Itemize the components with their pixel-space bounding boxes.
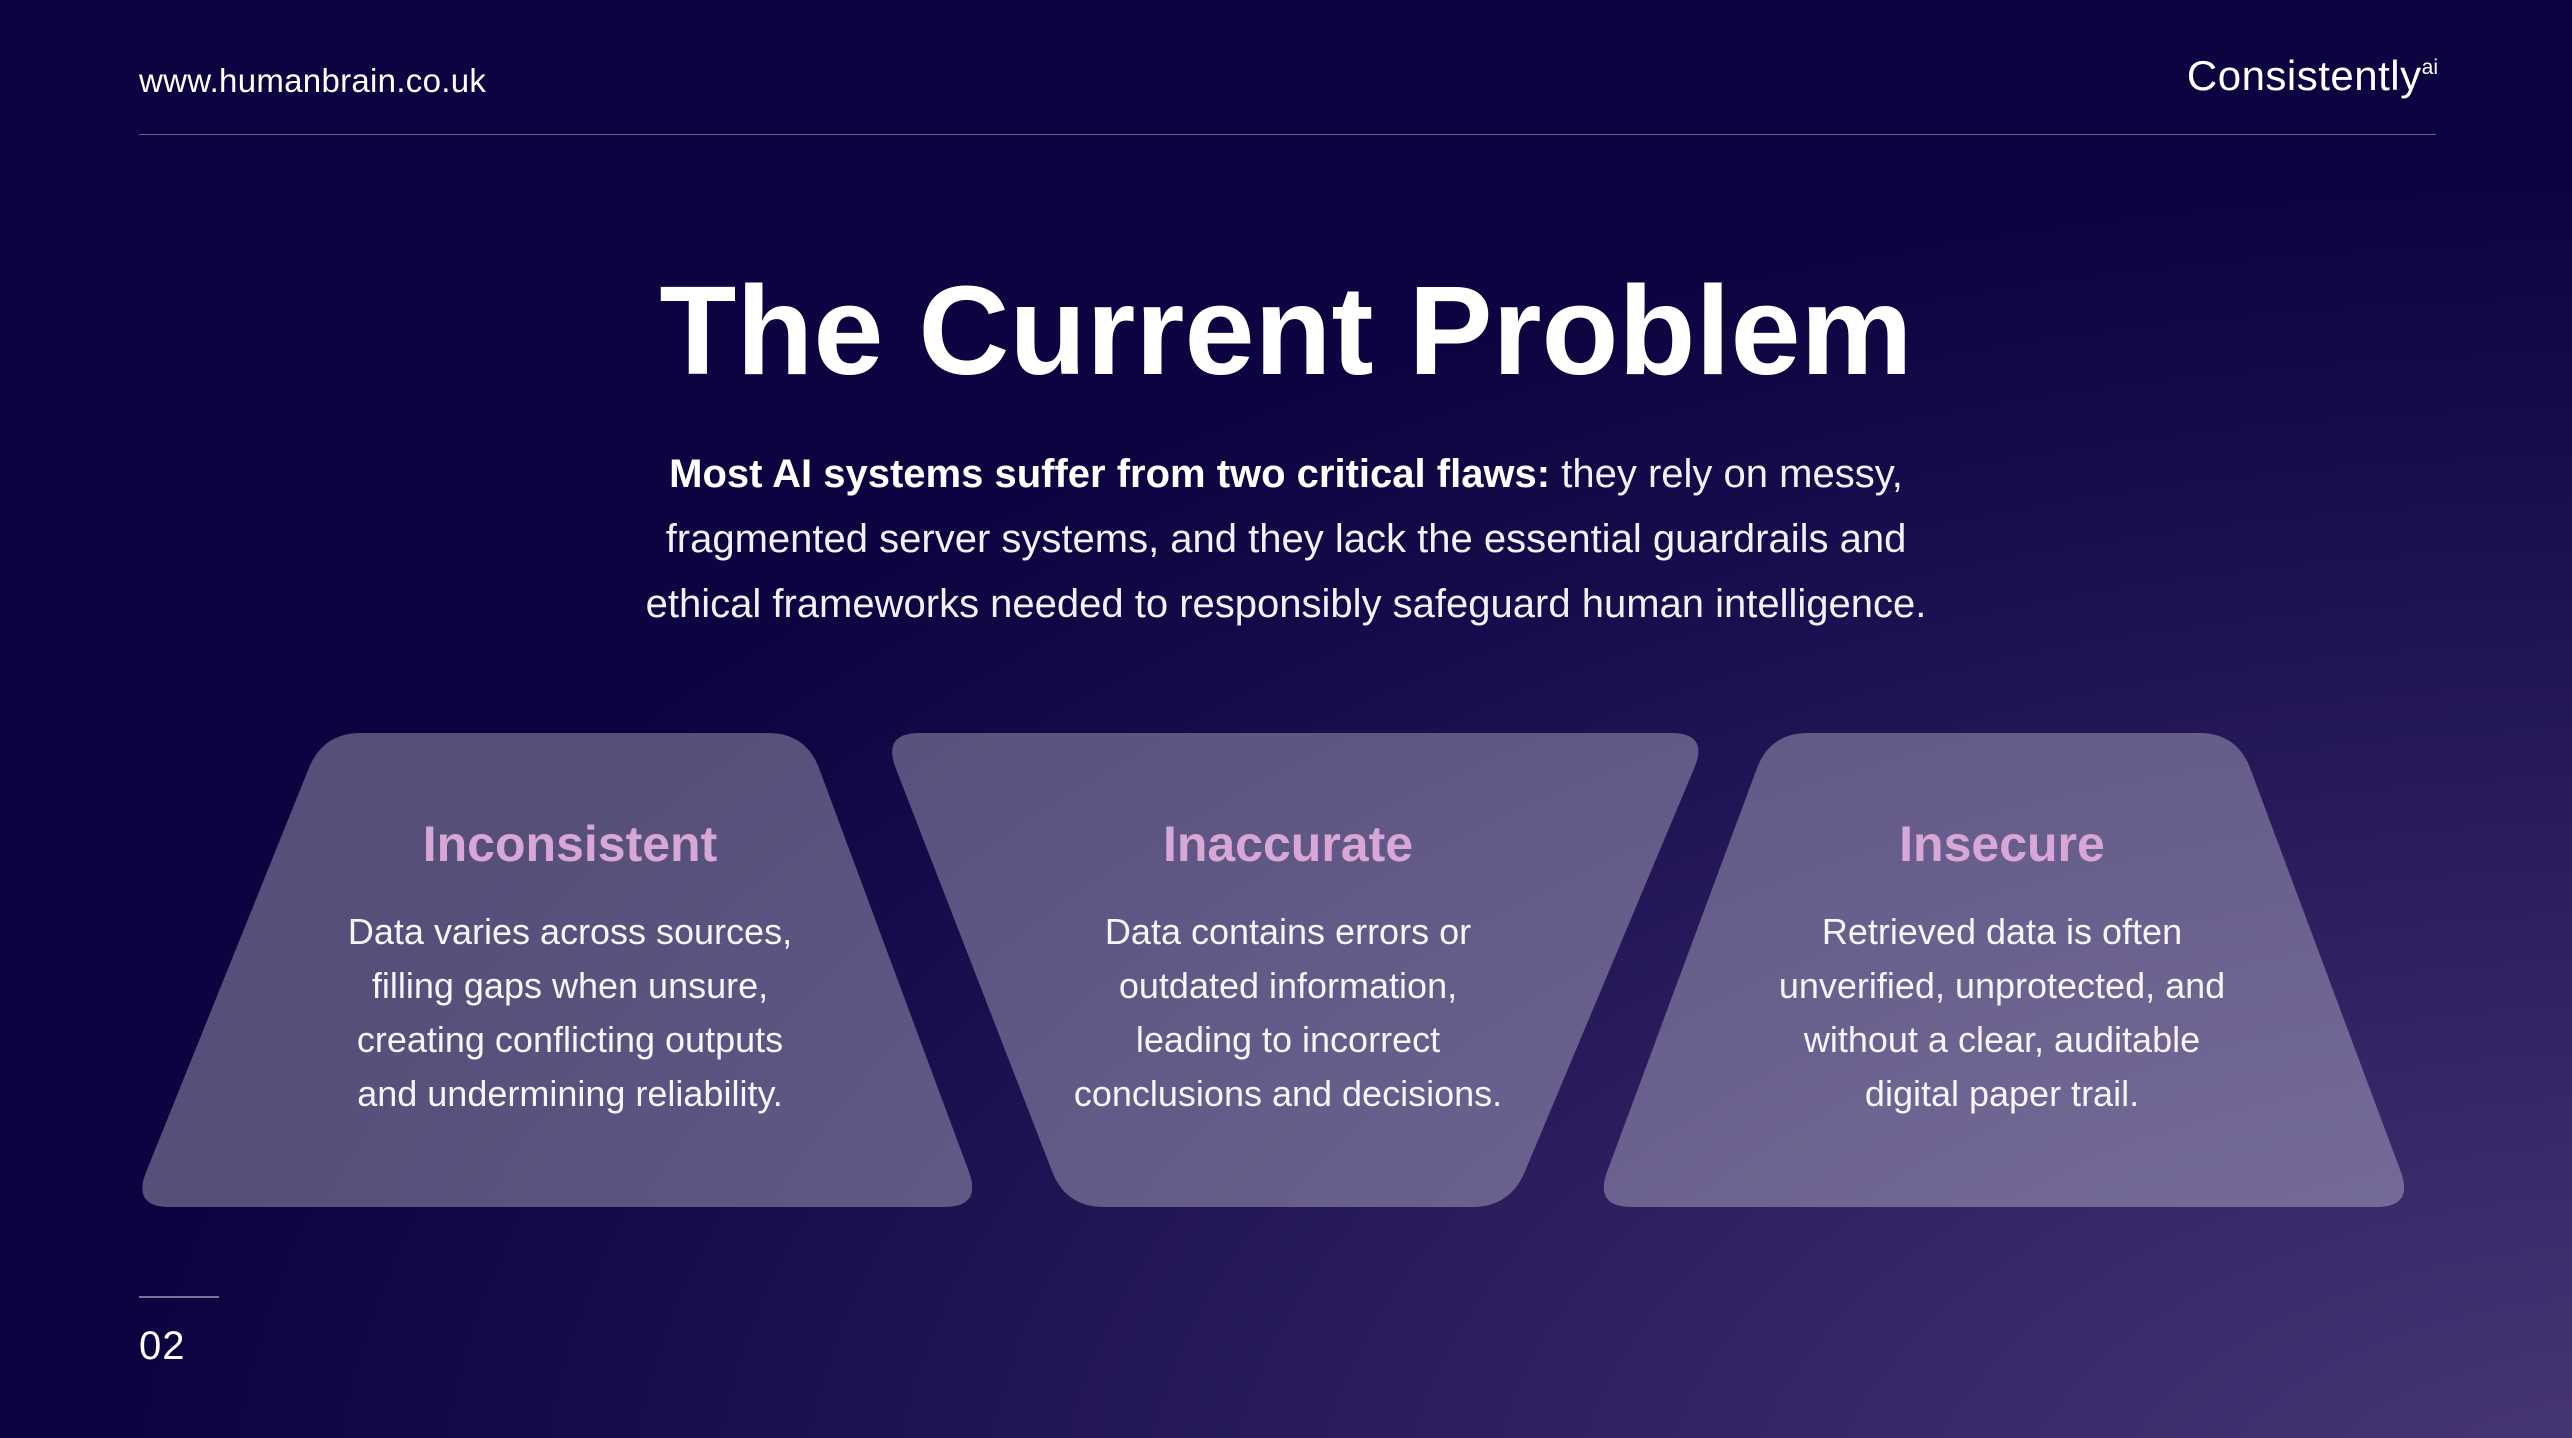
brand-logo: Consistentlyai [2187, 52, 2438, 100]
card-body-line: conclusions and decisions. [1073, 1073, 1503, 1114]
header-divider [139, 134, 2436, 135]
page-title: The Current Problem [659, 260, 1913, 401]
intro-line-2: fragmented server systems, and they lack… [665, 517, 1907, 561]
card-inaccurate-shape [892, 733, 1699, 1207]
card-body-line: creating conflicting outputs [356, 1019, 784, 1060]
intro-line-1: Most AI systems suffer from two critical… [0, 442, 2572, 507]
intro-line-1-rest: they rely on messy, [1550, 452, 1903, 496]
intro-bold-lead: Most AI systems suffer from two critical… [669, 452, 1551, 496]
card-insecure-shape [1603, 733, 2405, 1207]
card-inconsistent-shape [142, 733, 973, 1207]
intro-paragraph: Most AI systems suffer from two critical… [0, 442, 2572, 637]
card-body: Data varies across sources, filling gaps… [260, 905, 880, 1121]
page-number: 02 [139, 1324, 186, 1368]
brand-name: Consistently [2186, 52, 2422, 99]
card-inaccurate: Inaccurate Data contains errors or outda… [978, 813, 1598, 1121]
card-body-line: digital paper trail. [1864, 1073, 2140, 1114]
brand-superscript: ai [2421, 56, 2438, 79]
card-body-line: unverified, unprotected, and [1778, 965, 2226, 1006]
card-title: Inconsistent [422, 816, 718, 872]
card-body-line: leading to incorrect [1135, 1019, 1441, 1060]
intro-line-3: ethical frameworks needed to responsibly… [645, 582, 1927, 626]
card-body-line: Retrieved data is often [1821, 911, 2183, 952]
card-inconsistent: Inconsistent Data varies across sources,… [260, 813, 880, 1121]
card-body-line: filling gaps when unsure, [371, 965, 769, 1006]
card-body-line: Data contains errors or [1104, 911, 1472, 952]
card-title: Insecure [1899, 816, 2105, 872]
card-body-line: outdated information, [1118, 965, 1458, 1006]
site-url: www.humanbrain.co.uk [139, 62, 487, 99]
card-body-line: and undermining reliability. [357, 1073, 783, 1114]
card-body: Data contains errors or outdated informa… [978, 905, 1598, 1121]
card-title: Inaccurate [1162, 816, 1414, 872]
footer-accent-line [139, 1296, 219, 1298]
card-body-line: Data varies across sources, [347, 911, 793, 952]
card-insecure: Insecure Retrieved data is often unverif… [1692, 813, 2312, 1121]
card-body-line: without a clear, auditable [1803, 1019, 2201, 1060]
card-body: Retrieved data is often unverified, unpr… [1692, 905, 2312, 1121]
